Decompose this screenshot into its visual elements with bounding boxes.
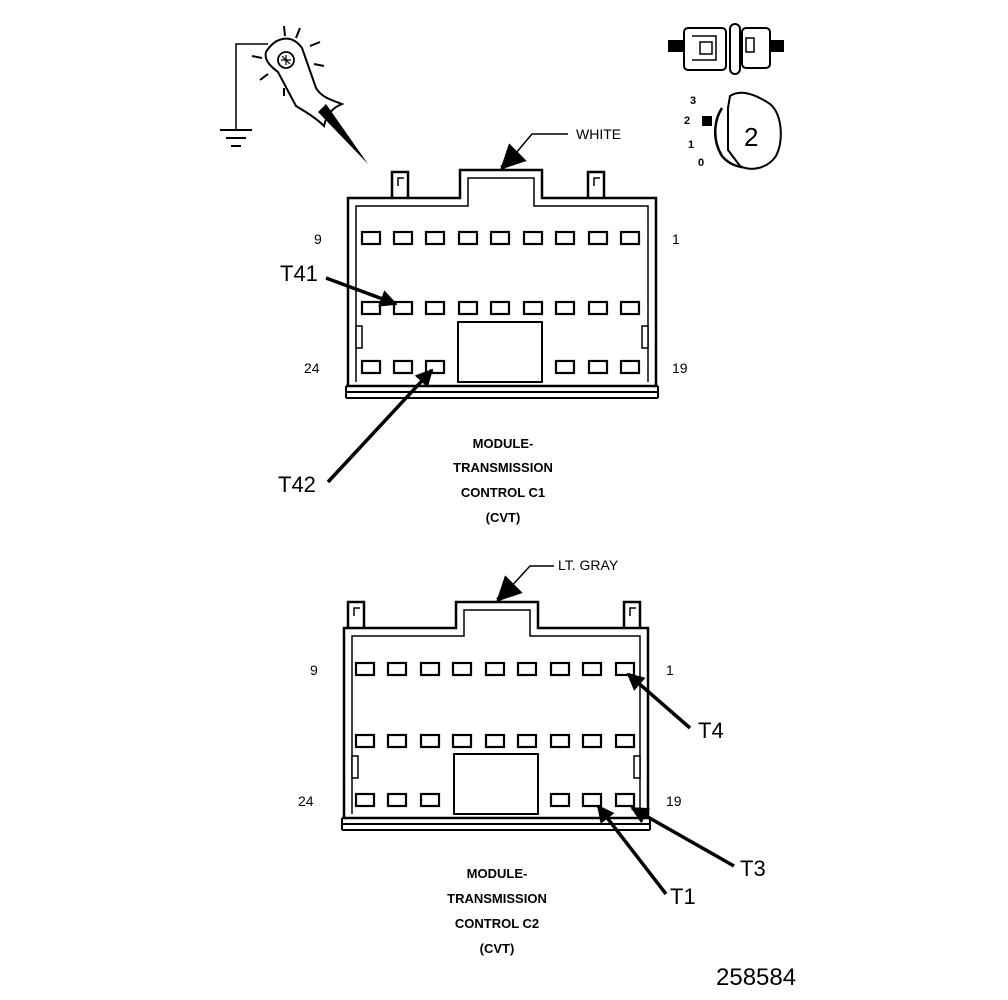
c2-pin-label-9: 9 (310, 662, 318, 678)
figure-number: 258584 (716, 964, 796, 991)
c2-title-line-2: TRANSMISSION (447, 891, 547, 906)
c2-pin-row-middle (354, 733, 636, 749)
c1-title-line-4: (CVT) (486, 510, 521, 525)
c1-callout-t41: T41 (280, 261, 318, 286)
c1-pin-label-24: 24 (304, 360, 320, 376)
c2-color-label: LT. GRAY (558, 557, 619, 573)
connector-disconnect-icon (668, 23, 784, 75)
c1-title-line-1: MODULE- (473, 436, 534, 451)
ignition-switch-icon: 3 2 1 0 2 (684, 91, 782, 170)
c2-pin-label-24: 24 (298, 793, 314, 809)
c1-callout-t42: T42 (278, 472, 316, 497)
c1-pin-label-9: 9 (314, 231, 322, 247)
c1-pin-label-1: 1 (672, 231, 680, 247)
c2-title-line-1: MODULE- (467, 866, 528, 881)
ignition-pos-1: 1 (688, 139, 694, 151)
c2-callout-t4: T4 (698, 718, 724, 743)
ignition-pos-3: 3 (690, 95, 696, 107)
ignition-selected-position: 2 (744, 122, 758, 152)
c2-title-line-3: CONTROL C2 (455, 916, 539, 931)
c2-callout-t1: T1 (670, 884, 696, 909)
c1-pin-label-19: 19 (672, 360, 688, 376)
c2-pin-row-top (354, 661, 636, 677)
c1-title-line-3: CONTROL C1 (461, 485, 545, 500)
c1-title-line-2: TRANSMISSION (453, 460, 553, 475)
c1-color-label: WHITE (576, 126, 621, 142)
connector-c1: WHITE 9 1 24 19 T41 T42 MODULE- TRANSMIS… (278, 126, 688, 525)
connector-c2: LT. GRAY 9 1 24 19 T4 T3 T1 MODULE- TRAN… (298, 557, 766, 956)
ground-symbol-icon (220, 129, 252, 147)
c2-callout-t3: T3 (740, 856, 766, 881)
c1-pin-row-middle (360, 300, 641, 316)
ignition-pos-2: 2 (684, 115, 690, 127)
c2-pin-label-19: 19 (666, 793, 682, 809)
test-light-probe-icon (235, 25, 368, 164)
c1-pin-row-top (360, 230, 641, 246)
c1-pin-row-bottom (360, 359, 641, 375)
c2-title-line-4: (CVT) (480, 941, 515, 956)
ignition-pos-0: 0 (698, 157, 704, 169)
c2-pin-label-1: 1 (666, 662, 674, 678)
c2-pin-row-bottom (354, 792, 636, 808)
